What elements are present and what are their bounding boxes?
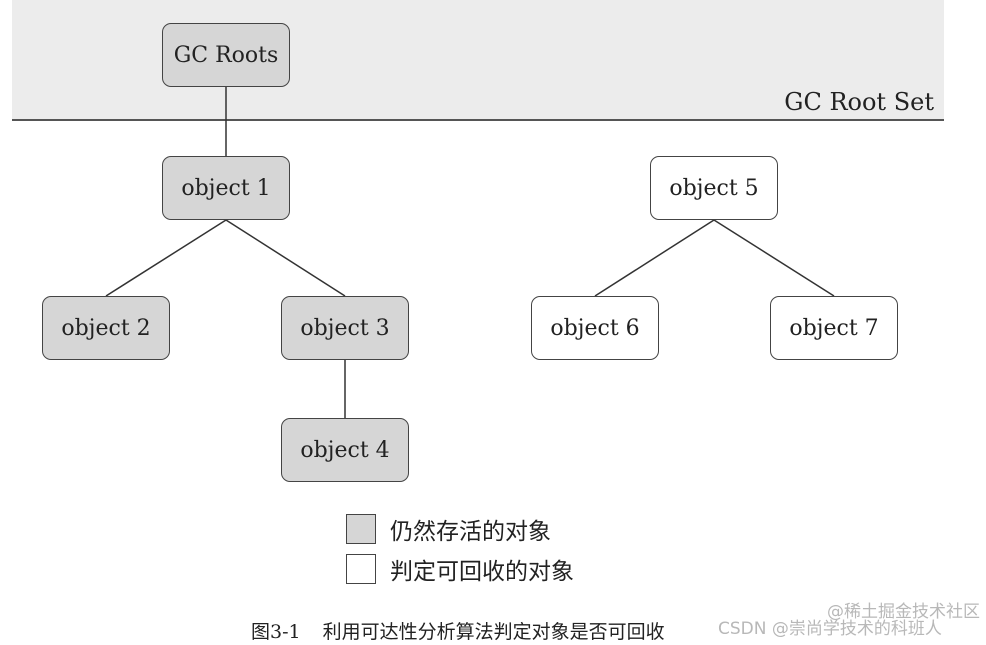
watermark-line-2: CSDN @崇尚学技术的科班人 — [718, 619, 942, 639]
watermark: @稀土掘金技术社区 CSDN @崇尚学技术的科班人 — [718, 604, 980, 638]
node-object-5: object 5 — [650, 156, 778, 220]
gc-root-set-label: GC Root Set — [784, 88, 934, 116]
node-object-7: object 7 — [770, 296, 898, 360]
legend-label-unreachable: 判定可回收的对象 — [390, 559, 574, 585]
figure-number: 图3-1 — [251, 621, 301, 643]
figure-caption-text: 利用可达性分析算法判定对象是否可回收 — [322, 621, 665, 643]
node-object-2: object 2 — [42, 296, 170, 360]
gc-roots-node: GC Roots — [162, 23, 290, 87]
legend-swatch-reachable — [346, 514, 376, 544]
figure-caption: 图3-1 利用可达性分析算法判定对象是否可回收 — [251, 617, 665, 644]
node-object-6: object 6 — [531, 296, 659, 360]
legend-label-reachable: 仍然存活的对象 — [390, 519, 551, 545]
edge-object1-object3 — [225, 219, 346, 297]
edge-object5-object7 — [713, 219, 835, 297]
node-object-3: object 3 — [281, 296, 409, 360]
edge-object1-object2 — [105, 219, 227, 297]
legend-swatch-unreachable — [346, 554, 376, 584]
node-object-1: object 1 — [162, 156, 290, 220]
legend-item-reachable: 仍然存活的对象 — [346, 512, 551, 546]
watermark-line-1: @稀土掘金技术社区 — [827, 602, 980, 622]
node-object-4: object 4 — [281, 418, 409, 482]
edge-object5-object6 — [594, 219, 715, 297]
legend-item-unreachable: 判定可回收的对象 — [346, 552, 574, 586]
